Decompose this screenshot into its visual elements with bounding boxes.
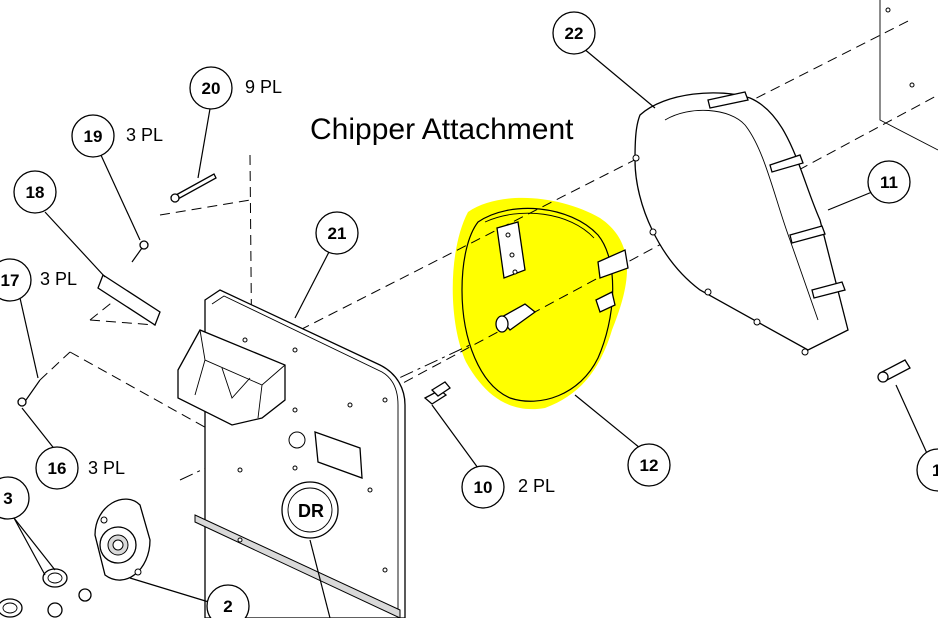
guard-part-22 (632, 91, 849, 356)
svg-text:19: 19 (84, 127, 103, 146)
callout-19: 19 (71, 114, 115, 158)
highlight-part-12 (452, 197, 627, 410)
plate-part-18 (97, 274, 161, 326)
svg-text:17: 17 (1, 271, 20, 290)
svg-text:12: 12 (640, 456, 659, 475)
callout-1: 1 (916, 448, 938, 492)
svg-text:10: 10 (474, 478, 493, 497)
callout-3: 3 (0, 476, 30, 520)
svg-text:21: 21 (328, 224, 347, 243)
alignment-lines (39, 19, 938, 481)
callout-20: 20 (189, 66, 233, 110)
svg-text:1: 1 (932, 461, 938, 480)
qty-label-20: 9 PL (245, 77, 283, 97)
frame-right (877, 0, 938, 383)
bolt-part-19 (131, 240, 149, 263)
bolt-part-16 (17, 379, 41, 407)
svg-text:20: 20 (202, 79, 221, 98)
qty-label-16: 3 PL (88, 458, 126, 478)
leader-lines (13, 47, 931, 619)
svg-text:16: 16 (48, 459, 67, 478)
callout-18: 18 (13, 170, 57, 214)
bolt-part-20 (170, 173, 217, 203)
qty-label-17: 3 PL (40, 269, 78, 289)
callout-11: 11 (867, 160, 911, 204)
logo-text: DR (298, 501, 324, 521)
chute-assembly (177, 329, 286, 426)
flywheel-part-12 (461, 207, 629, 402)
callout-21: 21 (315, 211, 359, 255)
svg-text:2: 2 (223, 597, 232, 616)
callout-17: 17 (0, 258, 32, 302)
rings-part-3 (0, 568, 92, 618)
svg-text:11: 11 (880, 173, 898, 192)
callout-22: 22 (552, 11, 596, 55)
callout-10: 10 (461, 465, 505, 509)
callout-2: 2 (206, 584, 250, 623)
qty-label-19: 3 PL (126, 125, 164, 145)
svg-text:3: 3 (3, 489, 12, 508)
svg-text:22: 22 (565, 24, 584, 43)
callout-16: 16 (35, 446, 79, 490)
diagram-title: Chipper Attachment (310, 113, 574, 146)
bolt-part-10 (423, 381, 451, 405)
side-panel-part-21: DR (194, 289, 406, 619)
callout-12: 12 (627, 443, 671, 487)
svg-text:18: 18 (26, 183, 45, 202)
qty-label-10: 2 PL (518, 476, 556, 496)
bearing-part-2 (94, 498, 151, 581)
